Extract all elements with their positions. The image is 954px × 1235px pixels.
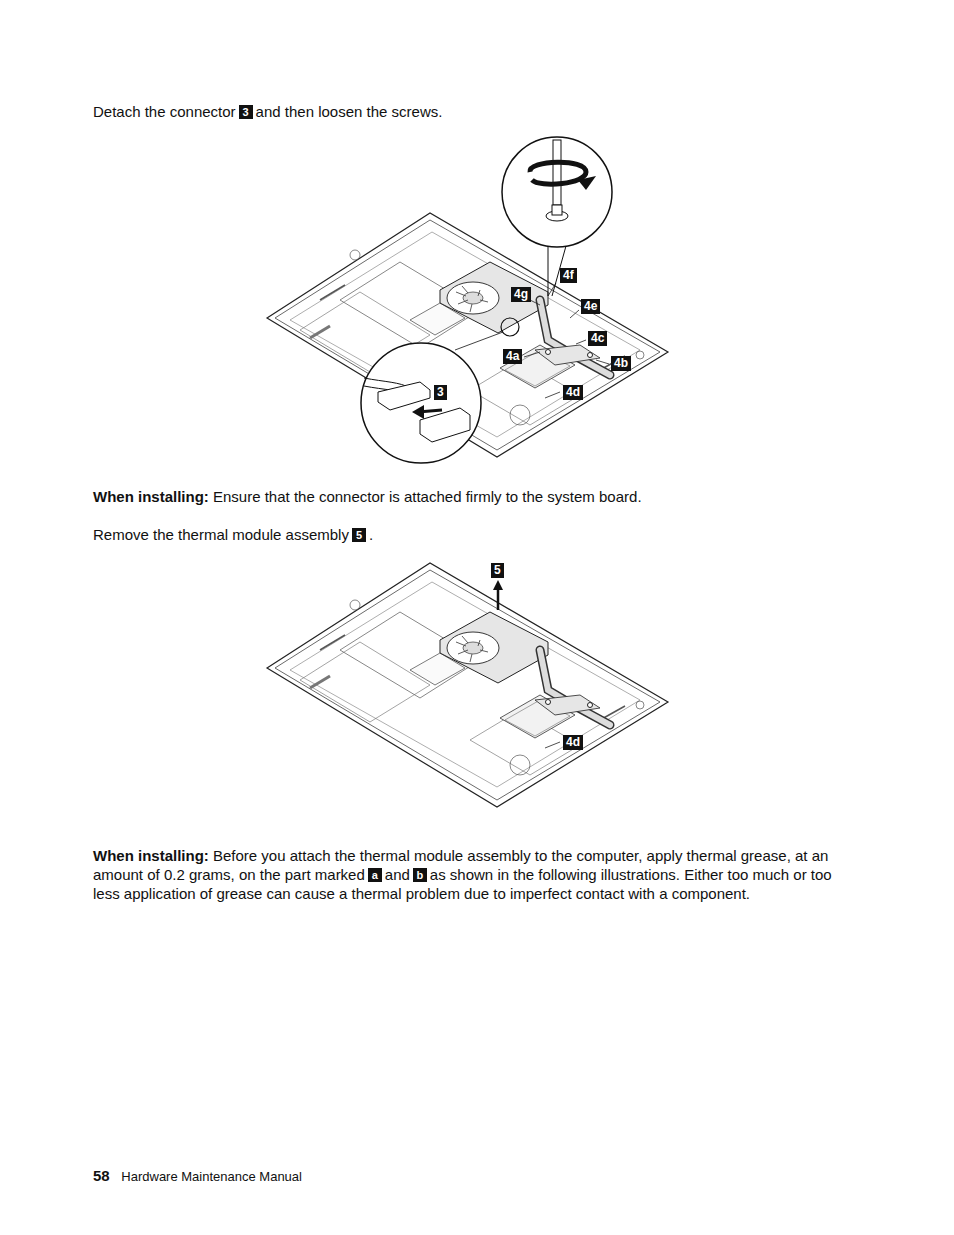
body-text: .: [369, 526, 373, 543]
note-text: When installing: Before you attach the t…: [93, 846, 858, 903]
callout-number: a: [368, 868, 382, 882]
note-heading: When installing:: [93, 847, 209, 864]
body-text: and: [385, 866, 410, 883]
note-text: When installing: Ensure that the connect…: [93, 487, 858, 506]
callout-number: 4e: [581, 299, 600, 314]
callout-number: 4g: [511, 287, 531, 302]
callout-number: 3: [239, 105, 253, 119]
body-text: Ensure that the connector is attached fi…: [213, 488, 642, 505]
page-number: 58: [93, 1167, 110, 1184]
callout-number: b: [413, 868, 427, 882]
callout-number: 4a: [503, 349, 522, 364]
instruction-text: Remove the thermal module assembly5.: [93, 525, 858, 544]
note-heading: When installing:: [93, 488, 209, 505]
callout-number: 4f: [560, 268, 577, 283]
body-text: Hardware Maintenance Manual: [121, 1169, 302, 1184]
callout-number: 4d: [563, 385, 583, 400]
callout-number: 4d: [563, 735, 583, 750]
callout-number: 4c: [588, 331, 607, 346]
callout-number: 5: [491, 563, 504, 578]
instruction-text: Detach the connector3and then loosen the…: [93, 102, 858, 121]
body-text: Detach the connector: [93, 103, 236, 120]
callout-number: 4b: [611, 356, 631, 371]
page-footer: 58 Hardware Maintenance Manual: [93, 1167, 302, 1184]
body-text: and then loosen the screws.: [256, 103, 443, 120]
callout-number: 5: [352, 528, 366, 542]
callout-number: 3: [434, 385, 447, 400]
body-text: Remove the thermal module assembly: [93, 526, 349, 543]
